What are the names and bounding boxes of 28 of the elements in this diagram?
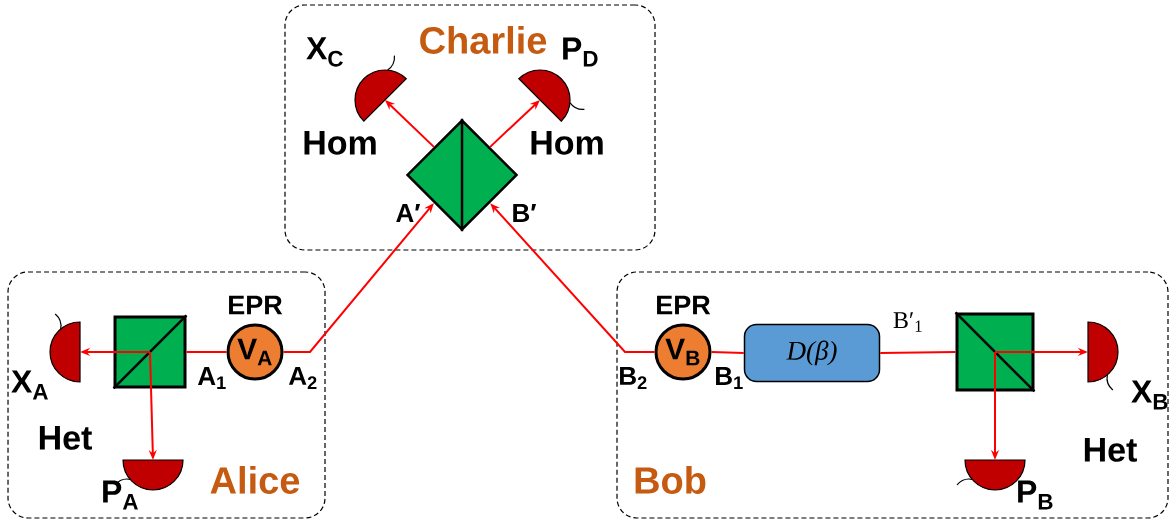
displacement-box: D(β)	[743, 323, 881, 383]
beam-splitter	[954, 311, 1036, 393]
beam-arrow	[489, 100, 540, 148]
source-label: EPR	[229, 295, 283, 315]
detector-label: P$_{D}$	[563, 37, 598, 67]
port-label: B′	[513, 204, 537, 222]
group-title: Charlie	[420, 26, 547, 54]
beam-arrow	[490, 203, 656, 353]
port-label: Het	[39, 426, 92, 450]
port-label: A$_{1}$	[197, 367, 226, 389]
detector-label: P$_{A}$	[103, 480, 138, 510]
beam-splitter	[112, 314, 188, 390]
port-label: B$_{2}$	[620, 366, 647, 389]
port-label: B$_{1}$	[716, 367, 743, 389]
port-label: Hom	[531, 131, 603, 155]
port-label: Hom	[304, 131, 376, 155]
detector-label: X$_{A}$	[11, 370, 48, 400]
detector-label: X$_{C}$	[306, 37, 343, 67]
edge-label: B′$_{1}$	[893, 312, 922, 332]
group-title: Alice	[210, 466, 300, 494]
beam-arrow	[385, 100, 435, 148]
source-label: EPR	[657, 295, 711, 315]
detector-label: P$_{B}$	[1018, 480, 1053, 510]
detector-label: X$_{B}$	[1131, 380, 1168, 410]
group-title: Bob	[635, 466, 706, 494]
port-label: A′	[396, 204, 421, 222]
port-label: A$_{2}$	[288, 366, 317, 389]
port-label: Het	[1084, 438, 1137, 462]
